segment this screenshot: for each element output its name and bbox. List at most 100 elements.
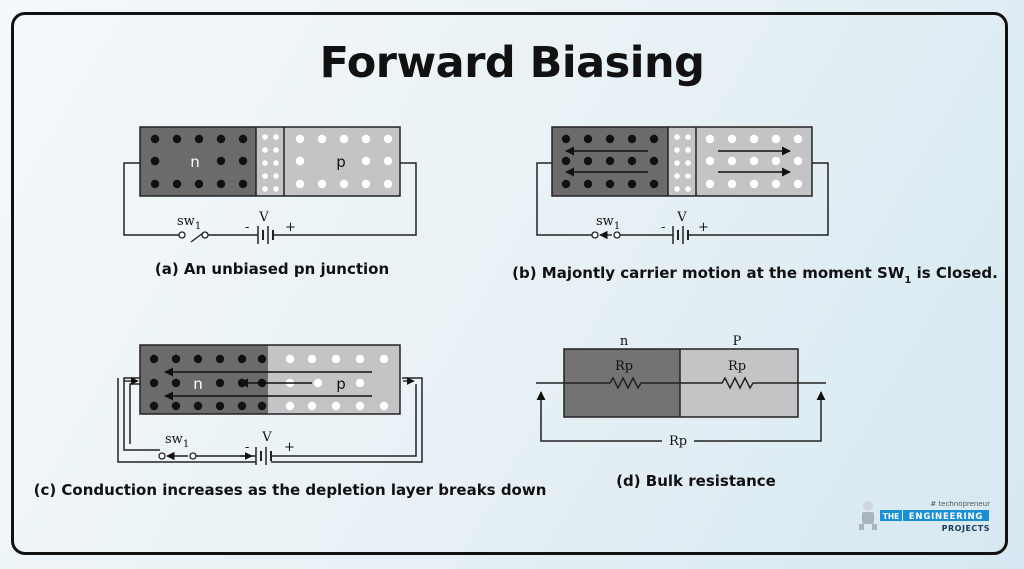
switch-contact (591, 231, 599, 239)
switch-contact (189, 452, 197, 460)
hole-dot (361, 156, 371, 166)
hole-dot (685, 147, 691, 153)
electron-dot (193, 401, 203, 411)
hole-dot (339, 134, 349, 144)
hole-dot (383, 179, 393, 189)
electron-dot (605, 134, 615, 144)
hole-dot (674, 173, 680, 179)
electron-dot (215, 378, 225, 388)
wire-right (271, 444, 417, 457)
hole-dot (749, 134, 759, 144)
voltage-label: V (261, 430, 272, 445)
p-label: P (733, 334, 742, 349)
minus-sign: - (245, 440, 249, 455)
caption-b: (b) Majontly carrier motion at the momen… (512, 264, 998, 286)
hole-dot (361, 134, 371, 144)
voltage-label: V (676, 210, 687, 225)
panel-b: sw1 V - + (b) Majontly carrier motion at… (512, 126, 998, 286)
electron-dot (627, 134, 637, 144)
electron-dot (172, 134, 182, 144)
switch-contact (613, 231, 621, 239)
resistance-line (536, 376, 826, 390)
electron-dot (583, 156, 593, 166)
panel-a: n p sw1 V - + (a) An unbiased pn junctio… (123, 126, 417, 278)
plus-sign: + (284, 440, 295, 455)
electron-dot (237, 401, 247, 411)
electron-dot (627, 179, 637, 189)
electron-dot (150, 134, 160, 144)
hole-dot (273, 134, 279, 140)
electron-dot (561, 134, 571, 144)
electron-dot (649, 134, 659, 144)
logo-engineering: ENGINEERING (909, 512, 983, 522)
hole-dot (705, 134, 715, 144)
hole-dot (262, 186, 268, 192)
robot-body-icon (862, 512, 874, 524)
logo-the-badge (880, 510, 902, 521)
electron-dot (172, 179, 182, 189)
electron-dot (583, 179, 593, 189)
hole-dot (793, 179, 803, 189)
junction-outline (139, 126, 401, 197)
hole-dot (295, 179, 305, 189)
hole-dot (793, 134, 803, 144)
wire-left (123, 162, 180, 236)
electron-dot (215, 354, 225, 364)
n-label: n (190, 153, 200, 171)
hole-dot (262, 173, 268, 179)
electron-dot (149, 401, 159, 411)
caption-d: (d) Bulk resistance (616, 472, 776, 490)
wire-left-return (117, 378, 256, 463)
electron-dot (149, 354, 159, 364)
hole-dot (307, 401, 317, 411)
p-region (668, 127, 812, 196)
hole-dot (685, 160, 691, 166)
electron-dot (194, 134, 204, 144)
electron-dot (627, 156, 637, 166)
robot-leg-icon (872, 524, 877, 530)
hole-dot (727, 134, 737, 144)
logo-the: THE (883, 512, 900, 521)
junction-outline (139, 344, 401, 415)
switch-label: sw1 (596, 214, 620, 232)
caption-c: (c) Conduction increases as the depletio… (34, 481, 547, 499)
n-region (140, 345, 268, 414)
hole-dot (771, 134, 781, 144)
electron-dot (149, 378, 159, 388)
hole-dot (379, 354, 389, 364)
hole-dot (262, 160, 268, 166)
hole-dot (793, 156, 803, 166)
hole-dot (339, 179, 349, 189)
switch-label: sw1 (165, 432, 189, 450)
hole-dot (307, 354, 317, 364)
hole-dot (273, 160, 279, 166)
hole-dot (749, 156, 759, 166)
plus-sign: + (698, 220, 709, 235)
panel-c: n p sw1 V - + (c) Conduction increases a… (34, 344, 547, 499)
hole-dot (379, 401, 389, 411)
electron-dot (257, 354, 267, 364)
electron-dot (605, 156, 615, 166)
hole-dot (727, 156, 737, 166)
hole-dot (317, 134, 327, 144)
electron-dot (238, 134, 248, 144)
hole-dot (674, 186, 680, 192)
hole-dot (685, 173, 691, 179)
robot-leg-icon (859, 524, 864, 530)
electron-dot (215, 401, 225, 411)
electron-dot (150, 179, 160, 189)
electron-dot (238, 156, 248, 166)
total-resistance-right (694, 391, 826, 442)
p-region (256, 127, 400, 196)
hole-dot (331, 401, 341, 411)
hole-dot (317, 179, 327, 189)
brand-logo: # technopreneur THE ENGINEERING PROJECTS (859, 500, 990, 533)
electron-dot (649, 179, 659, 189)
hole-dot (674, 160, 680, 166)
hole-dot (273, 173, 279, 179)
hole-dot (331, 354, 341, 364)
electron-dot (216, 156, 226, 166)
hole-dot (383, 156, 393, 166)
hole-dot (674, 134, 680, 140)
wire-left (536, 162, 592, 236)
